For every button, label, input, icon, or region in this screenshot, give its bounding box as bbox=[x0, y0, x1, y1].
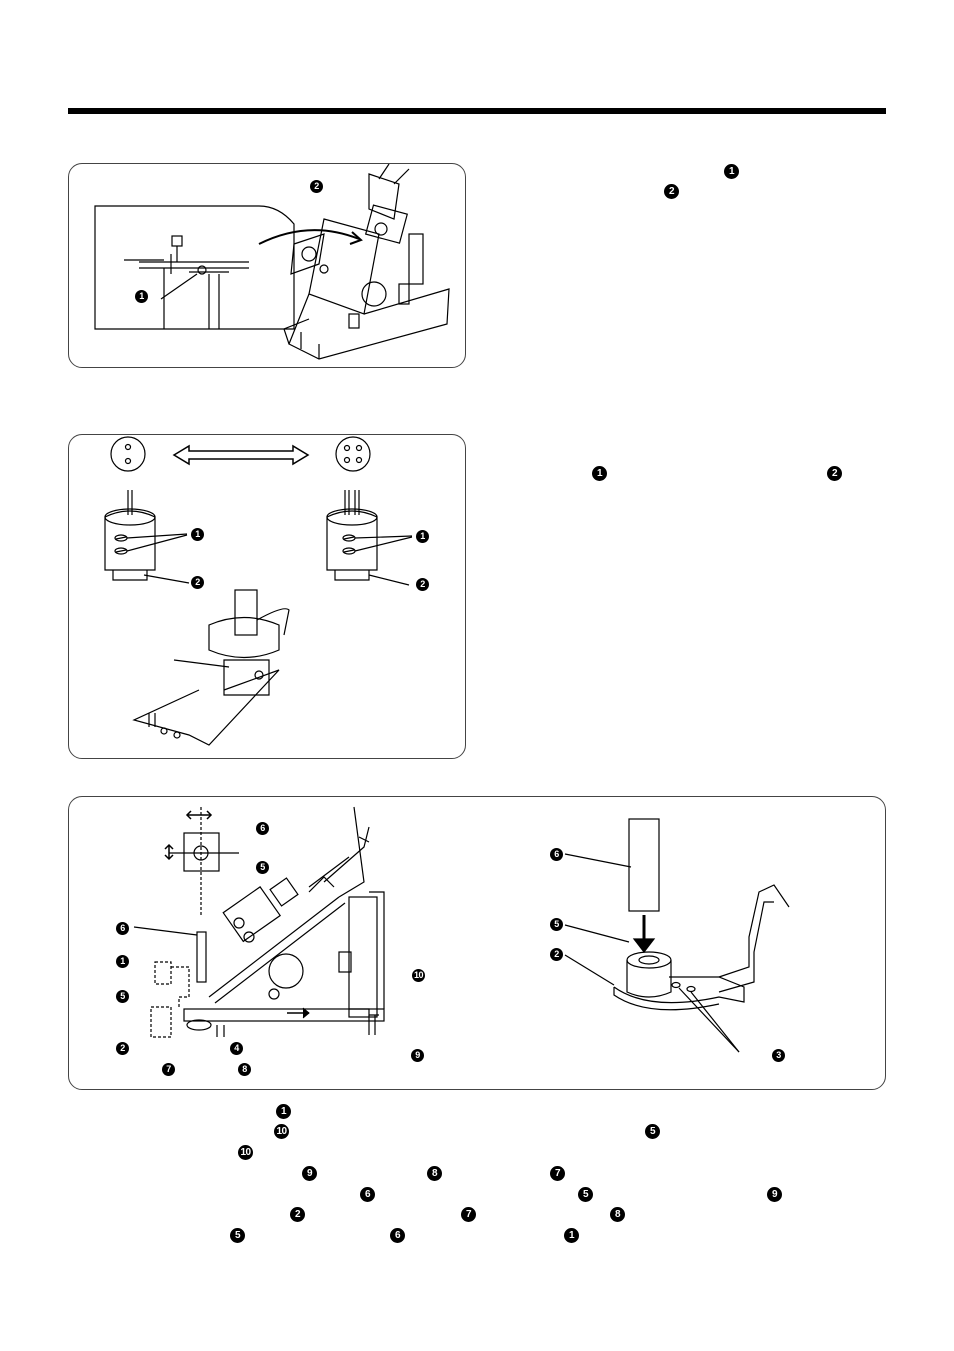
marker-6-right: 6 bbox=[550, 848, 563, 861]
text-marker-8b: 8 bbox=[610, 1207, 625, 1222]
text-marker-7b: 7 bbox=[461, 1207, 476, 1222]
marker-2-left: 2 bbox=[116, 1042, 129, 1055]
text-marker-5b: 5 bbox=[578, 1187, 593, 1202]
figure-1-illustration bbox=[94, 164, 450, 360]
marker-1-left: 1 bbox=[116, 955, 129, 968]
text-marker-6a: 6 bbox=[360, 1187, 375, 1202]
figure-2-illustration bbox=[104, 436, 413, 746]
marker-6-top: 6 bbox=[256, 822, 269, 835]
figure-3-illustration bbox=[133, 806, 790, 1053]
marker-1-right: 1 bbox=[416, 530, 429, 543]
text-marker-8a: 8 bbox=[427, 1166, 442, 1181]
text-marker-7a: 7 bbox=[550, 1166, 565, 1181]
header-rule bbox=[68, 108, 886, 114]
text-marker-2c: 2 bbox=[290, 1207, 305, 1222]
text-marker-2: 2 bbox=[664, 184, 679, 199]
marker-5-top: 5 bbox=[256, 861, 269, 874]
text-marker-1d: 1 bbox=[564, 1228, 579, 1243]
text-marker-9a: 9 bbox=[302, 1166, 317, 1181]
text-marker-10b: 10 bbox=[238, 1145, 253, 1160]
marker-1-left: 1 bbox=[191, 528, 204, 541]
marker-2-left: 2 bbox=[191, 576, 204, 589]
figure-panel-3: 6 5 6 1 5 2 7 8 4 9 10 6 5 2 3 bbox=[68, 796, 886, 1090]
text-marker-5a: 5 bbox=[645, 1124, 660, 1139]
marker-4: 4 bbox=[230, 1042, 243, 1055]
marker-6-left: 6 bbox=[116, 922, 129, 935]
marker-7: 7 bbox=[162, 1063, 175, 1076]
marker-5-left: 5 bbox=[116, 990, 129, 1003]
marker-1: 1 bbox=[135, 290, 148, 303]
marker-2-right: 2 bbox=[550, 948, 563, 961]
marker-8: 8 bbox=[238, 1063, 251, 1076]
text-marker-2b: 2 bbox=[827, 466, 842, 481]
text-marker-1: 1 bbox=[724, 164, 739, 179]
marker-2-right: 2 bbox=[416, 578, 429, 591]
text-marker-6b: 6 bbox=[390, 1228, 405, 1243]
marker-3: 3 bbox=[772, 1049, 785, 1062]
marker-9: 9 bbox=[411, 1049, 424, 1062]
marker-2: 2 bbox=[310, 180, 323, 193]
text-marker-10a: 10 bbox=[274, 1124, 289, 1139]
marker-10: 10 bbox=[412, 969, 425, 982]
text-marker-9b: 9 bbox=[767, 1187, 782, 1202]
text-marker-5c: 5 bbox=[230, 1228, 245, 1243]
text-marker-1c: 1 bbox=[276, 1104, 291, 1119]
figure-panel-1: 2 1 bbox=[68, 163, 466, 368]
marker-5-right: 5 bbox=[550, 918, 563, 931]
figure-panel-2: 1 2 1 2 bbox=[68, 434, 466, 759]
text-marker-1b: 1 bbox=[592, 466, 607, 481]
